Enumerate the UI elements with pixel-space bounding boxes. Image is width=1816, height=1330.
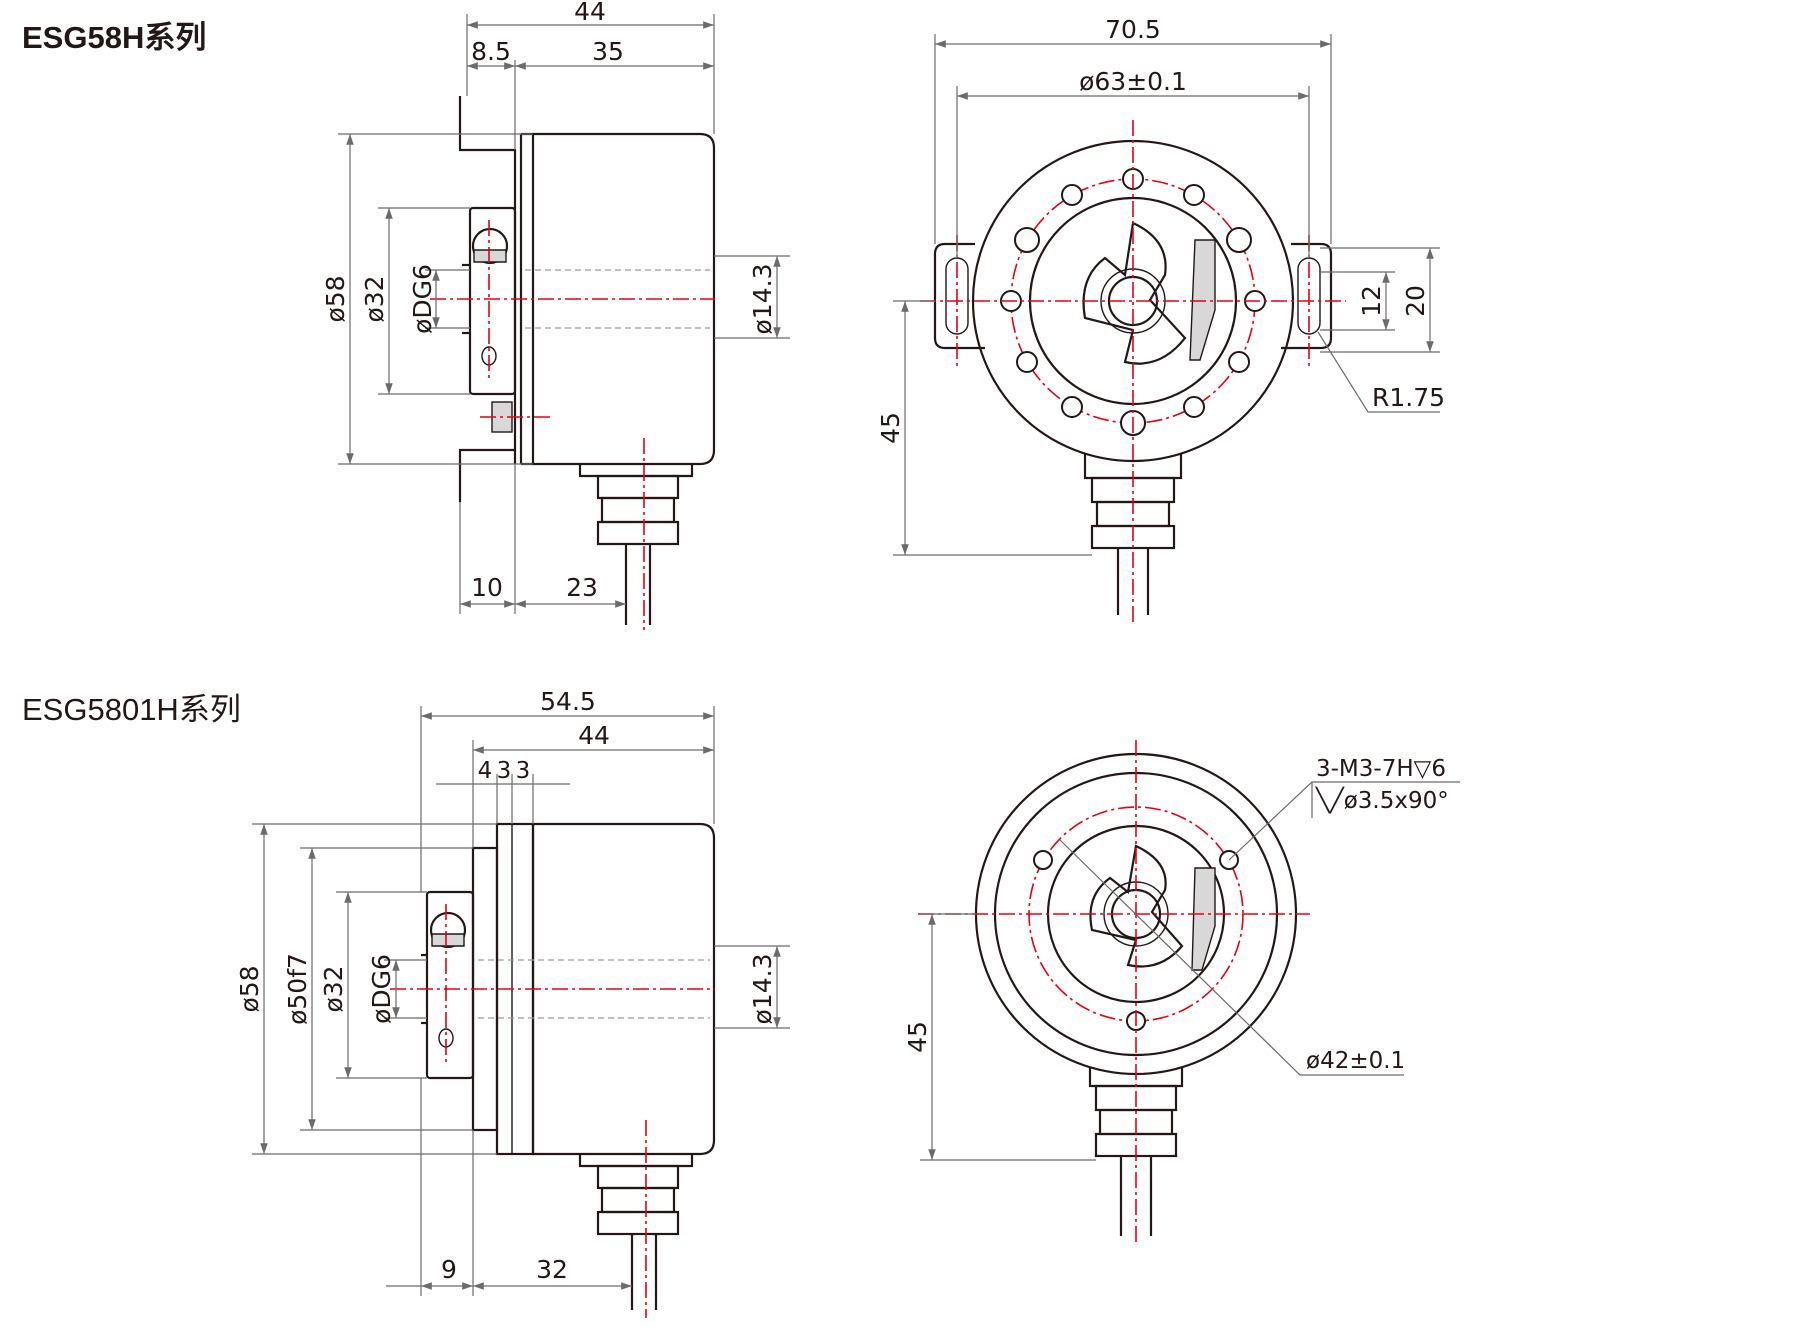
- clamp-block: [468, 206, 517, 396]
- dim-body-length: 35: [592, 37, 624, 66]
- hole-icon: [1016, 351, 1038, 373]
- series-1-title: ESG58H系列: [22, 20, 206, 55]
- clamp-screw-section-icon: [1189, 239, 1216, 361]
- dim-flange-offset: 8.5: [471, 37, 511, 66]
- clamp-screw-head-icon: [431, 933, 465, 947]
- dim-bolt-circle: ø42±0.1: [1306, 1048, 1405, 1074]
- clamp-screw-section-icon: [1191, 867, 1216, 971]
- clamp-block: [425, 890, 475, 1080]
- cable-gland-nut-2: [596, 1210, 680, 1236]
- clamp-screw-icon: [471, 227, 509, 265]
- dim-slot-radius: R1.75: [1372, 383, 1445, 412]
- hole-icon: [1183, 184, 1205, 206]
- dim-overall-length: 54.5: [540, 687, 596, 716]
- hole-icon: [1228, 351, 1250, 373]
- mounting-bracket-bottom: [458, 448, 515, 502]
- dim-bracket-width: 70.5: [1105, 15, 1161, 44]
- hole-icon: [1061, 184, 1083, 206]
- dim-flange-a: 4: [478, 758, 493, 784]
- dim-bore: øDG6: [367, 954, 396, 1024]
- encoder-body: [531, 822, 716, 1156]
- radius-leader: [1317, 331, 1440, 413]
- hole-icon: [1033, 850, 1053, 870]
- dim-body-diameter: ø58: [321, 275, 350, 322]
- encoder-body: [531, 132, 716, 466]
- threaded-hole-icon: [1014, 227, 1040, 253]
- cable-gland-body: [600, 496, 676, 524]
- mounting-holes: [1000, 168, 1266, 436]
- dim-clamp-diameter: ø32: [319, 965, 348, 1012]
- dim-bolt-circle: ø63±0.1: [1079, 67, 1187, 96]
- dim-clamp-diameter: ø32: [360, 275, 389, 322]
- dim-bracket-to-face: 10: [471, 573, 503, 602]
- threaded-hole-icon: [1226, 227, 1252, 253]
- dim-hub-length: 9: [441, 1255, 457, 1284]
- cable-gland-nut: [596, 1164, 680, 1190]
- cable-gland-body: [600, 1186, 676, 1214]
- bolt-circle-leader: [1059, 839, 1404, 1076]
- clamp-screw-icon: [429, 911, 467, 949]
- dim-countersink: ╲╱ø3.5x90°: [1315, 786, 1449, 814]
- series-2-front-view: 3-M3-7H▽6 ╲╱ø3.5x90° ø42±0.1 45: [903, 740, 1460, 1246]
- dim-slot-outer: 20: [1401, 285, 1430, 317]
- cable-gland-base: [578, 1154, 694, 1168]
- dim-flange-c: 3: [516, 758, 531, 784]
- dim-body-diameter: ø58: [235, 965, 264, 1012]
- dim-flange-b: 3: [497, 758, 512, 784]
- dim-spigot-diameter: ø50f7: [283, 953, 312, 1025]
- dim-cable-gland: ø14.3: [748, 954, 777, 1025]
- cable-gland-base: [578, 464, 694, 478]
- dim-bore: øDG6: [408, 264, 437, 334]
- dim-face-to-cable: 32: [536, 1255, 568, 1284]
- series-1-front-view: 70.5 ø63±0.1 12 20 R1.75 45: [876, 15, 1445, 625]
- hole-icon: [1183, 396, 1205, 418]
- dim-cable-gland: ø14.3: [748, 264, 777, 335]
- clamp-screw-head-icon: [473, 249, 507, 263]
- series-2-side-view: 54.5 44 4 3 3 ø58 ø50f7 ø32 øDG6 ø14.3: [235, 687, 790, 1318]
- dim-slot-inner: 12: [1357, 285, 1386, 317]
- cable-gland-nut-2: [596, 520, 680, 546]
- series-1-side-view: 44 8.5 35 ø58 ø32 øDG6 ø14.3 10 23: [321, 0, 790, 630]
- cable-gland-nut: [596, 474, 680, 500]
- dim-body-length: 44: [578, 721, 610, 750]
- bracket-tab-right: [1281, 242, 1333, 350]
- tri-lobe-spring: [1082, 221, 1187, 365]
- series-2-title: ESG5801H系列: [22, 692, 241, 727]
- tri-lobe-spring: [1089, 844, 1184, 968]
- dim-face-to-cable: 23: [566, 573, 598, 602]
- hole-icon: [1061, 396, 1083, 418]
- dim-center-to-cable: 45: [876, 412, 905, 444]
- dim-overall-length: 44: [574, 0, 606, 26]
- dim-center-to-cable: 45: [903, 1021, 932, 1053]
- bracket-tab-left: [933, 242, 985, 350]
- dim-thread-callout: 3-M3-7H▽6: [1316, 756, 1446, 782]
